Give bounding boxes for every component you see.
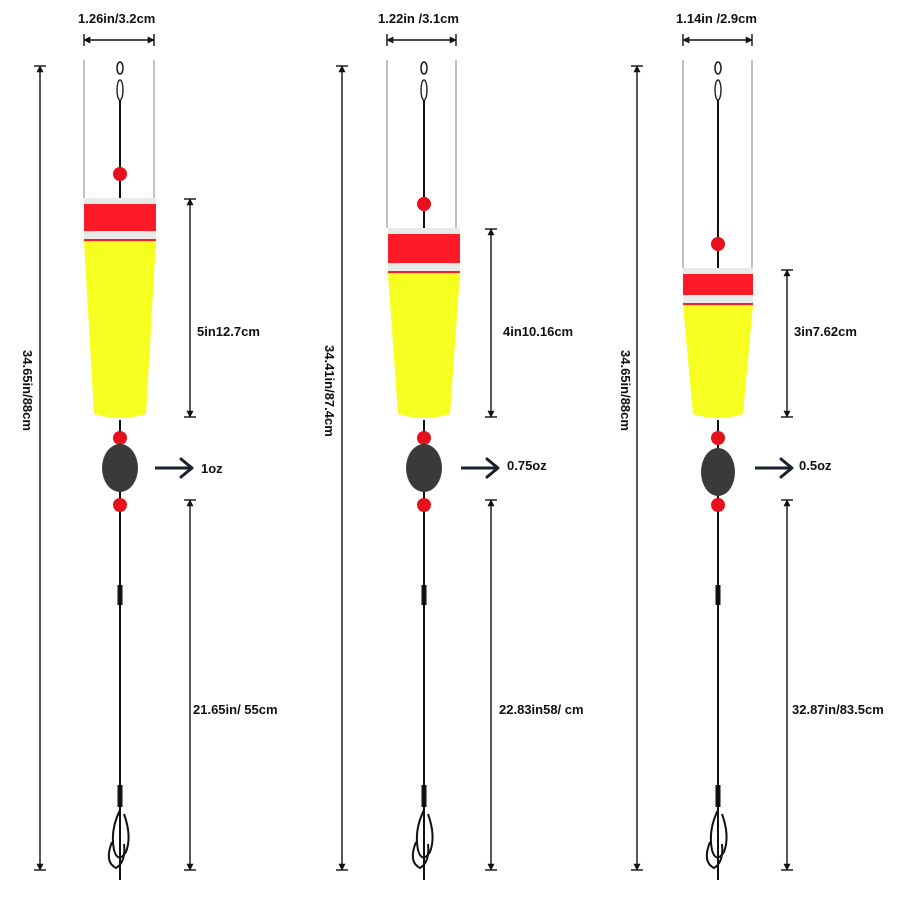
float-rig-1 (34, 34, 196, 880)
float-3-length-label: 3in7.62cm (794, 324, 857, 339)
weight-arrow-head (179, 457, 194, 479)
float-2-weight-label: 0.75oz (507, 458, 547, 473)
float-rig-2 (336, 34, 500, 880)
float-body (683, 305, 753, 418)
float-2-length-label: 4in10.16cm (503, 324, 574, 339)
crimp-sleeve (421, 585, 427, 605)
top-snap (420, 79, 428, 101)
float-top-stripe (683, 268, 753, 274)
top-swivel (116, 61, 124, 75)
float-2-total-label: 34.41in/87.4cm (322, 345, 337, 437)
bottom-snap (709, 809, 728, 859)
float-1-total-label: 34.65in/88cm (20, 350, 35, 431)
float-body (388, 273, 460, 418)
float-1-length-label: 5in12.7cm (197, 324, 260, 339)
crimp-sleeve (117, 785, 123, 807)
float-2-width-label: 1.22in /3.1cm (378, 11, 459, 26)
upper-bead (417, 197, 431, 211)
float-top-stripe (388, 228, 460, 234)
lower-bead (711, 498, 725, 512)
crimp-sleeve (117, 585, 123, 605)
crimp-sleeve (715, 585, 721, 605)
float-top-stripe (84, 198, 156, 204)
crimp-sleeve (715, 785, 721, 807)
lower-bead (417, 498, 431, 512)
float-1-width-label: 1.26in/3.2cm (78, 11, 156, 26)
upper-bead (711, 237, 725, 251)
lower-bead (113, 498, 127, 512)
float-1-weight-label: 1oz (201, 461, 223, 476)
float-3-leader-label: 32.87in/83.5cm (792, 702, 884, 717)
sinker (701, 448, 735, 496)
top-swivel (714, 61, 722, 75)
float-2-leader-label: 22.83in58/ cm (499, 702, 584, 717)
sinker (102, 444, 138, 492)
bottom-snap-clip (107, 841, 126, 870)
top-swivel (420, 61, 428, 75)
mid-bead (417, 431, 431, 445)
float-3-width-label: 1.14in /2.9cm (676, 11, 757, 26)
bottom-snap (111, 809, 130, 859)
weight-arrow-head (485, 457, 500, 479)
top-snap (116, 79, 124, 101)
crimp-sleeve (421, 785, 427, 807)
float-3-weight-label: 0.5oz (799, 458, 832, 473)
sinker (406, 444, 442, 492)
float-bottom-stripe (388, 263, 460, 271)
mid-bead (113, 431, 127, 445)
weight-arrow-head (779, 457, 794, 479)
mid-bead (711, 431, 725, 445)
bottom-snap-clip (411, 841, 430, 870)
float-rig-3 (631, 34, 794, 880)
float-bottom-stripe (683, 295, 753, 303)
top-snap (714, 79, 722, 101)
upper-bead (113, 167, 127, 181)
float-bottom-stripe (84, 231, 156, 239)
bottom-snap (415, 809, 434, 859)
float-3-total-label: 34.65in/88cm (618, 350, 633, 431)
float-1-leader-label: 21.65in/ 55cm (193, 702, 278, 717)
float-body (84, 241, 156, 418)
bottom-snap-clip (705, 841, 724, 870)
